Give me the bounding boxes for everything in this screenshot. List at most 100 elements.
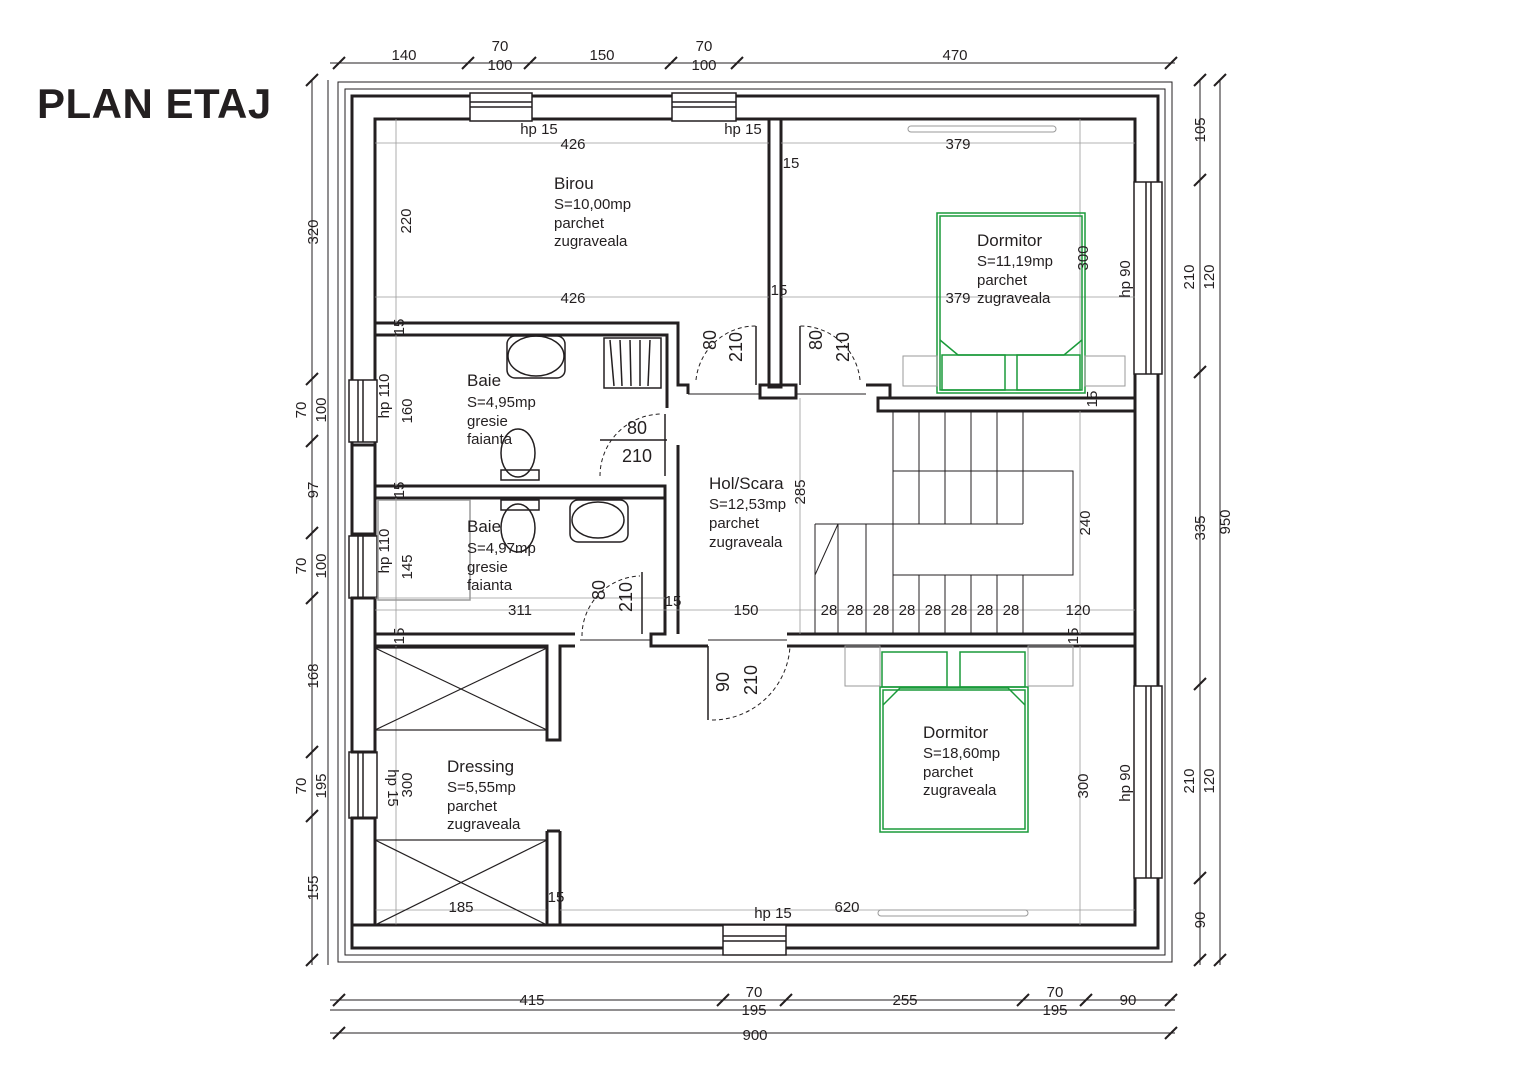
dim-bot-70b: 70 [1047, 984, 1064, 1001]
dim-door80d: 80 [589, 580, 609, 600]
stair-tread: 28 [951, 602, 968, 619]
room-floor: gresie [467, 413, 508, 430]
room-floor: parchet [977, 272, 1028, 289]
dim-left-195: 195 [313, 773, 330, 798]
dim-birou-h: 220 [398, 208, 415, 233]
room-dormitor-2: Dormitor S=18,60mp parchet zugraveala [923, 723, 1000, 799]
dim-hp15c: hp 15 [384, 769, 401, 807]
dim-bot-70a: 70 [746, 984, 763, 1001]
dim-bot-195a: 195 [741, 1002, 766, 1019]
dim-left-70b: 70 [293, 558, 310, 575]
dim-right-335: 335 [1192, 515, 1209, 540]
interior-walls [350, 117, 1137, 927]
room-name: Birou [554, 174, 594, 193]
dim-top-70b: 70 [696, 38, 713, 55]
dim-dorm1-w2: 379 [945, 290, 970, 307]
stair [814, 411, 1074, 634]
dim-baie1-h: 160 [399, 398, 416, 423]
dim-dress-h: 300 [399, 772, 416, 797]
dim-w15a: 15 [783, 155, 800, 172]
stair-tread: 28 [821, 602, 838, 619]
stair-tread: 28 [873, 602, 890, 619]
dim-w15b: 15 [771, 282, 788, 299]
dim-right-120b: 120 [1201, 768, 1218, 793]
dressing-boxes [374, 647, 548, 926]
radiators [844, 125, 1126, 917]
dim-w15g: 15 [1065, 628, 1082, 645]
room-floor: parchet [709, 515, 760, 532]
dim-baie2-h: 145 [399, 554, 416, 579]
dim-right-105: 105 [1192, 117, 1209, 142]
dim-left-320: 320 [305, 219, 322, 244]
dim-hol-h: 285 [792, 479, 809, 504]
dim-w15d: 15 [391, 482, 408, 499]
room-walls: zugraveala [709, 534, 783, 551]
dim-birou-top: 426 [560, 136, 585, 153]
dim-dorm2-w: 620 [834, 899, 859, 916]
dim-left-100a: 100 [313, 397, 330, 422]
dim-hp15a: hp 15 [520, 121, 558, 138]
dim-top-100b: 100 [691, 57, 716, 74]
dim-top-470: 470 [942, 47, 967, 64]
room-area: S=5,55mp [447, 779, 516, 796]
dim-hp110b: hp 110 [376, 529, 393, 574]
dim-hp110a: hp 110 [376, 374, 393, 419]
dim-dorm1-w: 379 [945, 136, 970, 153]
dim-birou-mid: 426 [560, 290, 585, 307]
room-area: S=12,53mp [709, 496, 786, 513]
page-title: PLAN ETAJ [37, 80, 272, 127]
dim-w15i: 15 [548, 889, 565, 906]
bed-dormitor-2 [879, 651, 1029, 833]
room-birou: Birou S=10,00mp parchet zugraveala [554, 174, 631, 250]
stair-tread: 28 [1003, 602, 1020, 619]
dim-door210d: 210 [616, 582, 636, 612]
room-walls: zugraveala [977, 290, 1051, 307]
room-name: Dormitor [923, 723, 989, 742]
dim-top-140: 140 [391, 47, 416, 64]
dim-w15e: 15 [1084, 391, 1101, 408]
stair-tread: 28 [899, 602, 916, 619]
room-floor: gresie [467, 559, 508, 576]
dim-hp15b: hp 15 [724, 121, 762, 138]
dim-hol-120: 120 [1065, 602, 1090, 619]
dim-door210a: 210 [726, 332, 746, 362]
room-floor: parchet [923, 764, 974, 781]
dim-bot-195b: 195 [1042, 1002, 1067, 1019]
dim-left-155: 155 [305, 875, 322, 900]
stair-tread: 28 [925, 602, 942, 619]
interior-dim-lines [375, 119, 1135, 925]
dim-door210c: 210 [622, 446, 652, 466]
room-name: Dressing [447, 757, 514, 776]
room-baie-1: Baie S=4,95mp gresie faianta [467, 371, 536, 448]
room-walls: faianta [467, 431, 513, 448]
dim-left-97: 97 [305, 482, 322, 499]
dim-dorm2-h: 300 [1075, 773, 1092, 798]
dim-right-210a: 210 [1181, 264, 1198, 289]
dim-bot-415: 415 [519, 992, 544, 1009]
dim-hol-150: 150 [733, 602, 758, 619]
dim-right-120a: 120 [1201, 264, 1218, 289]
dim-w15h: 15 [665, 593, 682, 610]
room-walls: zugraveala [554, 233, 628, 250]
doors [580, 325, 866, 721]
room-area: S=4,97mp [467, 540, 536, 557]
room-dormitor-1: Dormitor S=11,19mp parchet zugraveala [977, 231, 1053, 307]
bathroom-fixtures [377, 335, 662, 601]
dim-hp15d: hp 15 [754, 905, 792, 922]
room-baie-2: Baie S=4,97mp gresie faianta [467, 517, 536, 594]
dim-door90: 90 [713, 672, 733, 692]
dim-hp90b: hp 90 [1117, 764, 1134, 802]
dim-door210b: 210 [833, 332, 853, 362]
room-labels: Birou S=10,00mp parchet zugraveala Dormi… [447, 174, 1053, 833]
dim-door80c: 80 [627, 418, 647, 438]
room-name: Hol/Scara [709, 474, 784, 493]
stair-tread: 28 [847, 602, 864, 619]
room-walls: faianta [467, 577, 513, 594]
dim-w15f: 15 [391, 628, 408, 645]
dim-top-70a: 70 [492, 38, 509, 55]
dim-left-70c: 70 [293, 778, 310, 795]
dim-w15c: 15 [391, 319, 408, 336]
dim-bot-255: 255 [892, 992, 917, 1009]
room-hol-scara: Hol/Scara S=12,53mp parchet zugraveala [709, 474, 786, 551]
